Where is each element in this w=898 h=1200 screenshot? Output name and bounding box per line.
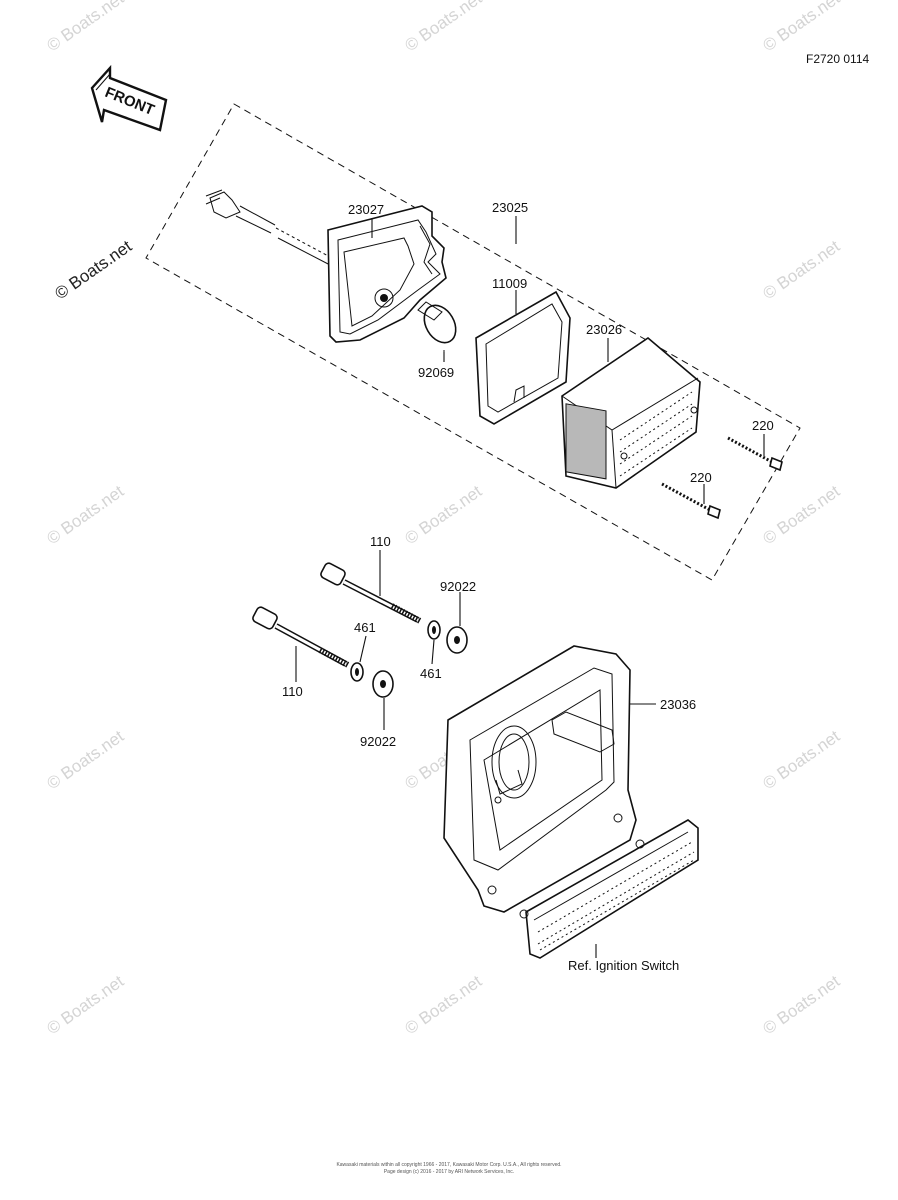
label-23027: 23027: [348, 202, 384, 217]
label-220-lower: 220: [690, 470, 712, 485]
screw-220-b: [661, 482, 721, 520]
label-23026: 23026: [586, 322, 622, 337]
label-ref-ignition-switch: Ref. Ignition Switch: [568, 958, 679, 973]
bolt-110-upper: [320, 562, 422, 624]
washer-92022-upper: [446, 626, 468, 654]
label-92022-lower: 92022: [360, 734, 396, 749]
label-23025: 23025: [492, 200, 528, 215]
watermark: © Boats.net: [401, 481, 485, 548]
label-92022-upper: 92022: [440, 579, 476, 594]
label-110-upper: 110: [370, 534, 391, 549]
diagram-code: F2720 0114: [806, 52, 869, 66]
label-92069: 92069: [418, 365, 454, 380]
label-461-lower: 461: [420, 666, 442, 681]
washer-461-upper: [427, 620, 441, 640]
watermark: © Boats.net: [43, 481, 127, 548]
gasket-11009: [475, 290, 571, 425]
reflector: [519, 819, 699, 959]
bulb-92069: [417, 301, 457, 362]
label-23036: 23036: [660, 697, 696, 712]
label-220-upper: 220: [752, 418, 774, 433]
watermark: © Boats.net: [51, 236, 135, 303]
watermark: © Boats.net: [759, 236, 843, 303]
label-11009: 11009: [492, 276, 527, 291]
bolt-110-lower: [252, 606, 350, 668]
watermark: © Boats.net: [43, 0, 127, 55]
footer-copyright: Kawasaki materials within all copyright …: [336, 1162, 561, 1168]
footer-page-design: Page design (c) 2016 - 2017 by ARI Netwo…: [384, 1169, 514, 1175]
assembly-outline-23025: [145, 103, 801, 581]
watermarks: © Boats.net © Boats.net © Boats.net © Bo…: [43, 0, 843, 1038]
housing-23036: [443, 645, 637, 913]
watermark: © Boats.net: [759, 0, 843, 55]
watermark: © Boats.net: [43, 726, 127, 793]
screw-220-a: [727, 436, 783, 472]
watermark: © Boats.net: [759, 481, 843, 548]
watermark: © Boats.net: [759, 971, 843, 1038]
label-461-upper: 461: [354, 620, 376, 635]
wire-harness: [205, 189, 333, 267]
leader-lines: [295, 216, 765, 958]
label-110-lower: 110: [282, 684, 303, 699]
tail-lens-23026: [561, 336, 701, 489]
watermark: © Boats.net: [759, 726, 843, 793]
washer-461-lower: [350, 662, 364, 682]
front-arrow-icon: FRONT: [90, 64, 168, 132]
watermark: © Boats.net: [401, 971, 485, 1038]
washer-92022-lower: [372, 670, 394, 698]
watermark: © Boats.net: [401, 0, 485, 55]
socket-plate-23027: [327, 205, 447, 343]
watermark: © Boats.net: [43, 971, 127, 1038]
